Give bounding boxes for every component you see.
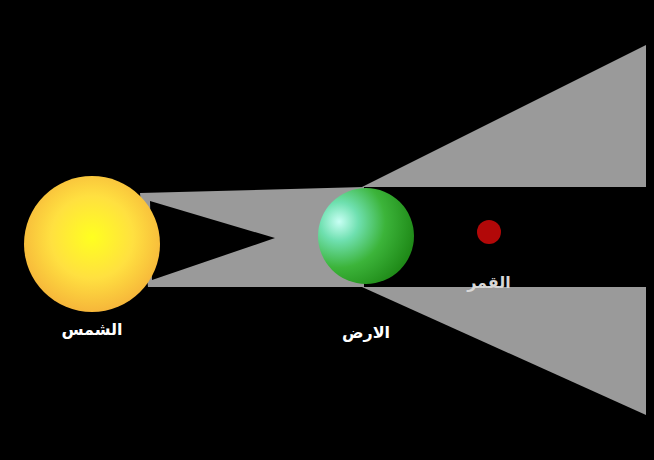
body-disc [24, 176, 160, 312]
body-label: الشمس [61, 320, 122, 340]
body-shape [24, 176, 160, 312]
body-disc [318, 188, 414, 284]
body-label: القمر [467, 273, 511, 293]
penumbra-lower [362, 287, 646, 415]
sun-circle: الشمس [24, 176, 160, 340]
body-label: الارض [342, 323, 390, 343]
earth-circle: الارض [318, 188, 414, 343]
sun-cone-gap [150, 201, 275, 280]
moon-circle: القمر [477, 220, 501, 293]
body-disc [477, 220, 501, 244]
body-shape [318, 188, 414, 284]
penumbra-upper [362, 45, 646, 187]
body-shape [477, 220, 501, 244]
